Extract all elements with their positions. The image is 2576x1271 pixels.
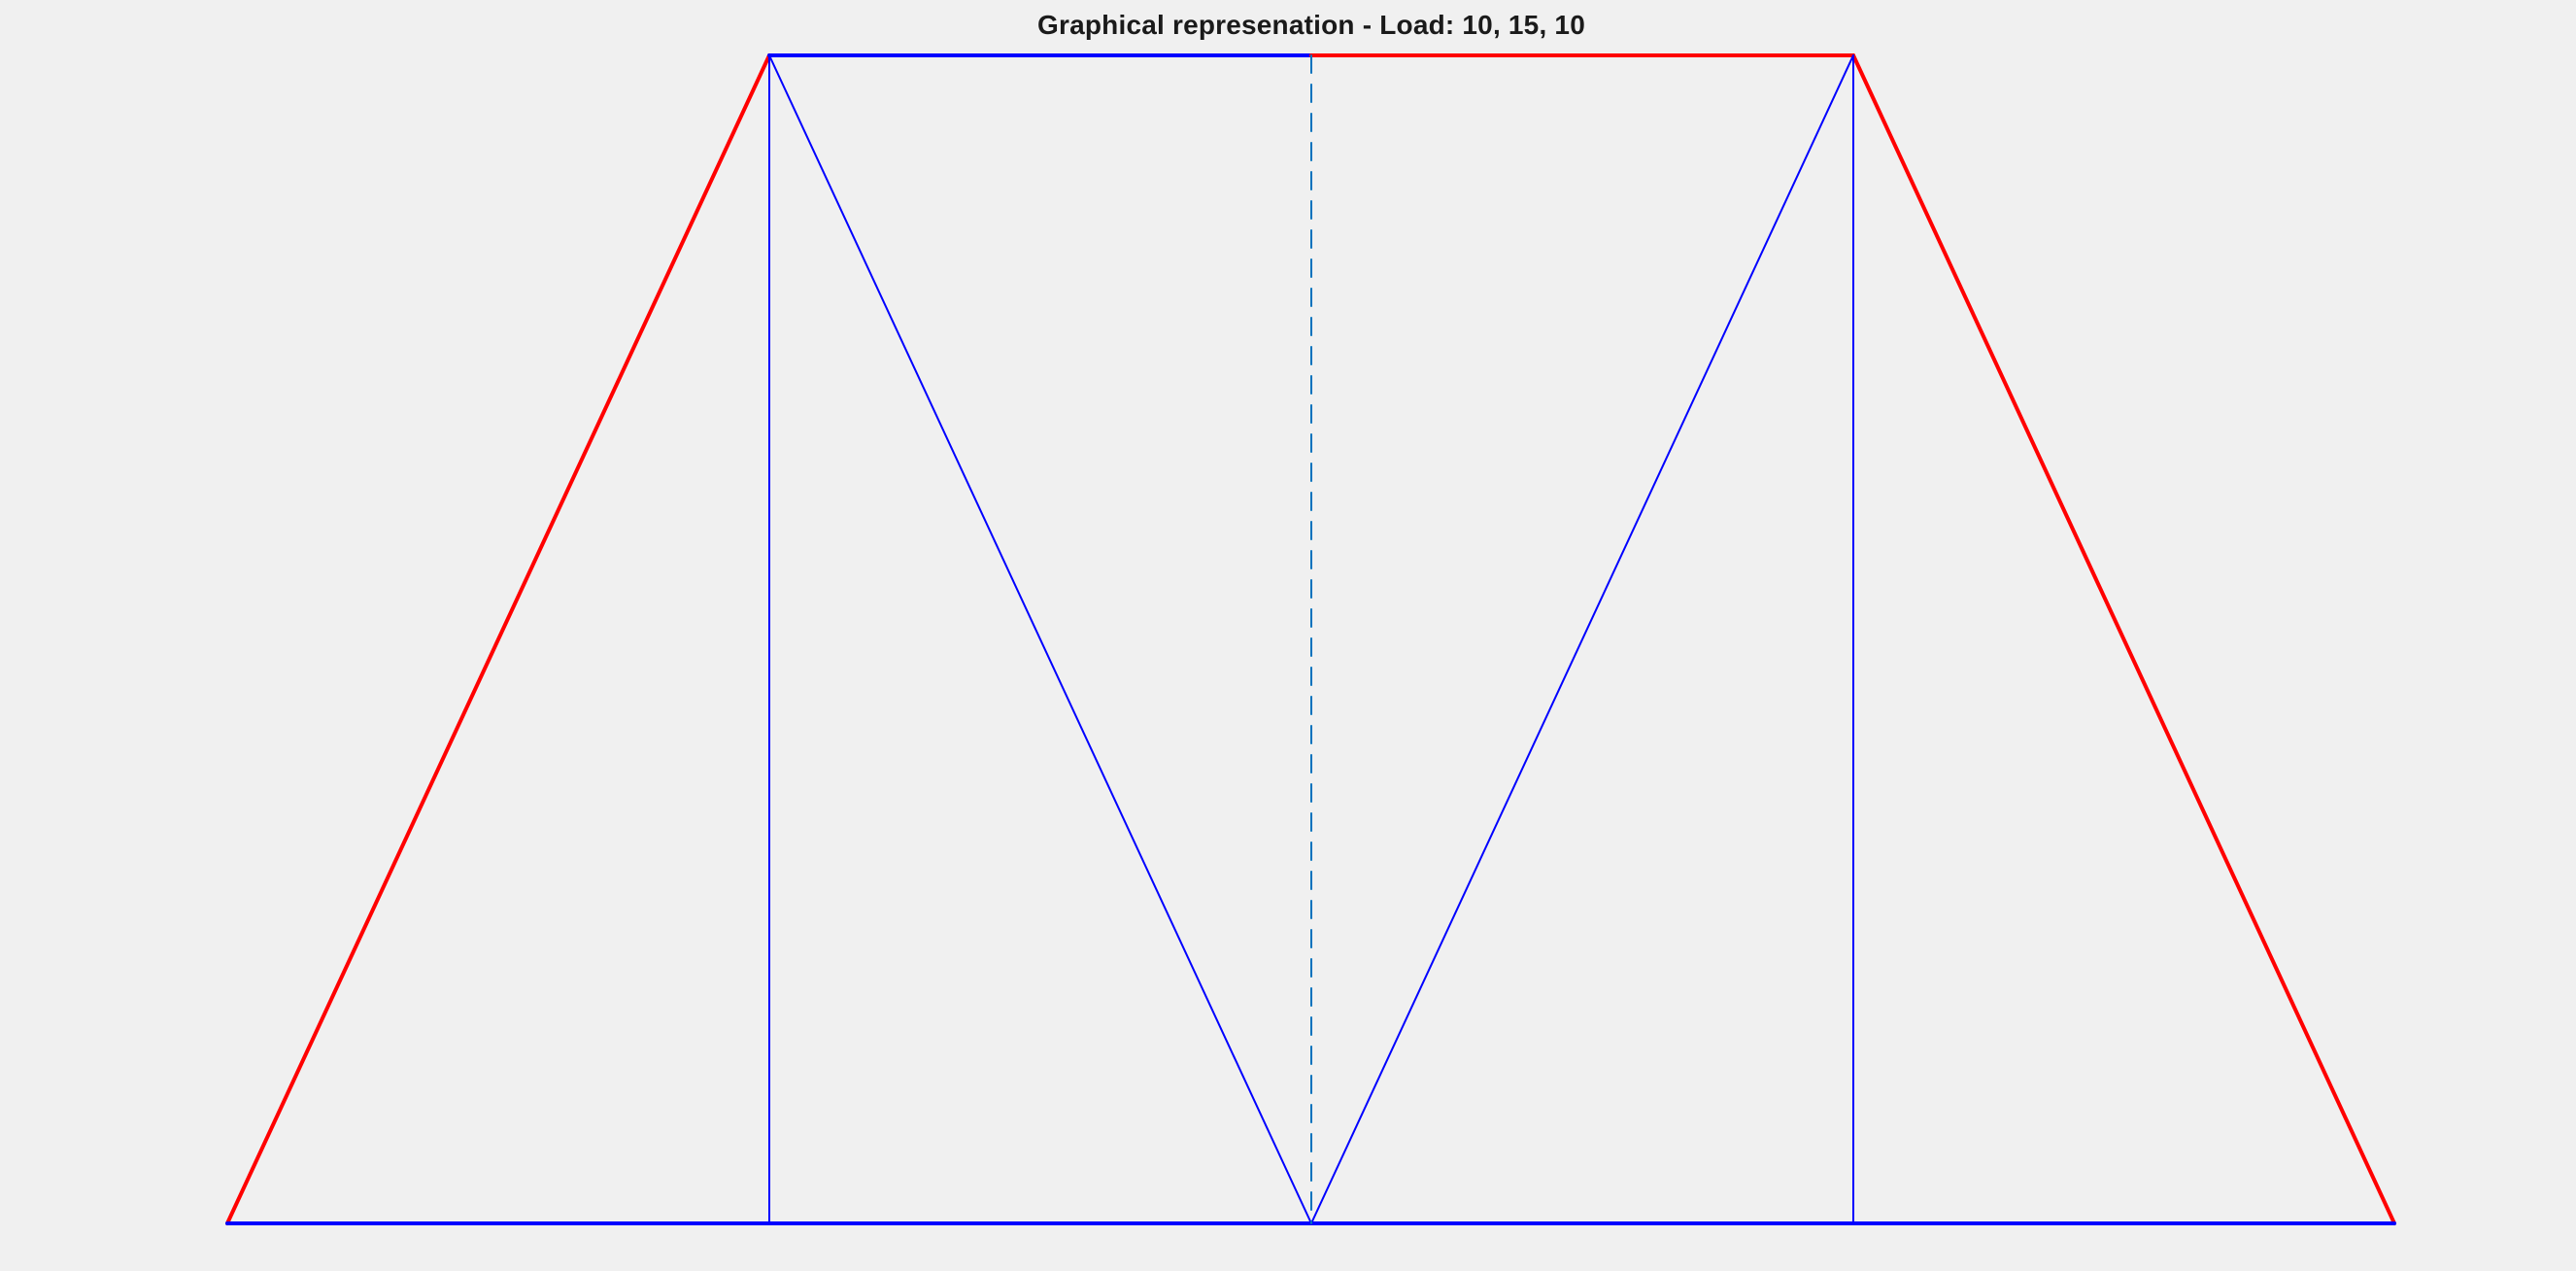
truss-members: [225, 53, 2396, 1225]
right-inner-diagonal-member: [1310, 54, 1854, 1224]
left-end-diagonal-member: [225, 53, 771, 1225]
left-inner-diagonal-member: [768, 54, 1312, 1224]
plot-title: Graphical represenation - Load: 10, 15, …: [1037, 10, 1585, 40]
right-end-diagonal-member: [1851, 53, 2396, 1225]
